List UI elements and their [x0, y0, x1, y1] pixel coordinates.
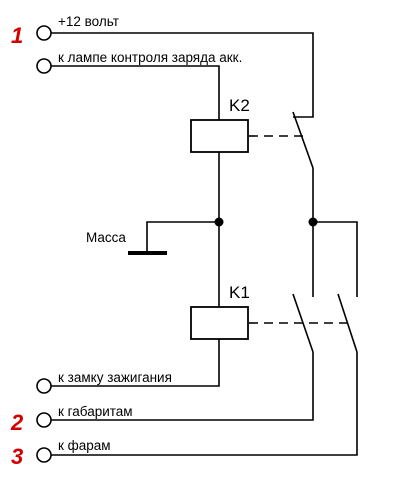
wire-ignition	[51, 339, 220, 387]
label-parking-lights: к габаритам	[58, 404, 133, 419]
wire-headlights	[51, 352, 358, 456]
label-ignition: к замку зажигания	[58, 370, 172, 385]
relay-k2-label: K2	[229, 96, 250, 115]
terminal-number-2: 2	[10, 410, 24, 435]
label-plus12: +12 вольт	[58, 14, 119, 29]
k2-switch-contact	[292, 111, 314, 169]
relay-k1-coil	[190, 306, 249, 340]
terminal-ignition	[36, 378, 52, 394]
wire-ground	[146, 221, 219, 252]
wire-parking-lights	[51, 352, 314, 421]
wire-plus12	[51, 32, 314, 118]
relay-k1-label: K1	[229, 283, 250, 302]
label-charge-lamp: к лампе контроля заряда акк.	[58, 50, 242, 65]
relay-k2-coil	[190, 119, 249, 153]
terminal-charge-lamp	[36, 58, 52, 74]
terminal-number-1: 1	[11, 23, 23, 48]
terminal-headlights	[36, 447, 52, 463]
terminal-number-3: 3	[11, 444, 23, 469]
junction-dot-coil	[214, 217, 224, 227]
wire-charge-lamp	[51, 65, 220, 120]
label-headlights: к фарам	[58, 438, 111, 453]
junction-dot-switch	[308, 217, 318, 227]
terminal-parking-lights	[36, 412, 52, 428]
wire-branch-right	[313, 221, 358, 297]
ground-label: Масса	[86, 230, 126, 245]
terminal-plus12	[36, 25, 52, 41]
